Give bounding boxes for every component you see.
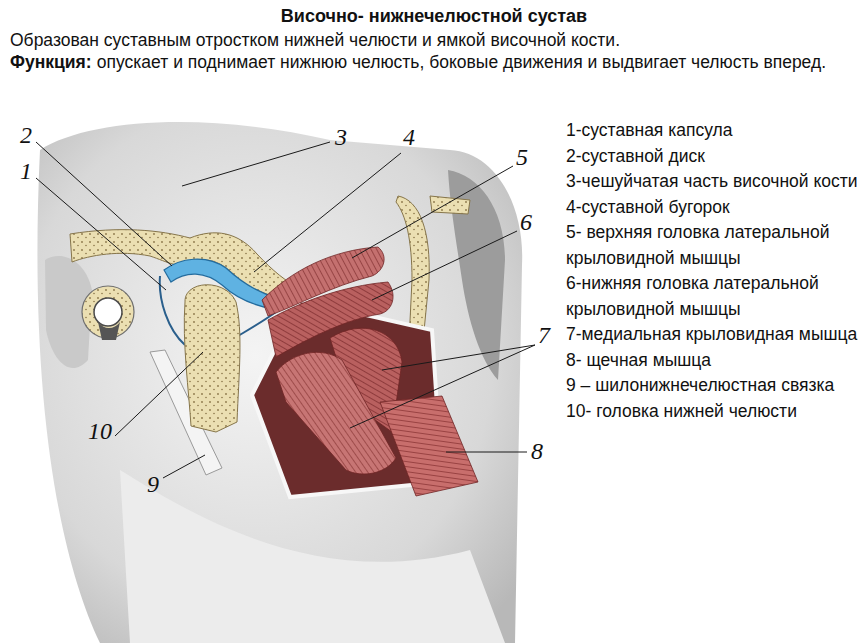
leader-line: [254, 153, 401, 272]
function-text: опускает и поднимает нижнюю челюсть, бок…: [97, 52, 826, 72]
key-item: 7-медиальная крыловидная мышца: [566, 322, 858, 348]
lateral-pterygoid-lower-head: [268, 282, 393, 357]
callout-number: 9: [147, 471, 159, 497]
callout-number: 4: [403, 124, 415, 150]
leader-line: [163, 455, 205, 478]
mandible-condyle-section: [184, 285, 240, 432]
leader-line: [350, 345, 535, 428]
key-item: 8- щечная мышца: [566, 348, 858, 374]
zygomatic-section: [430, 196, 470, 214]
skull-background: [37, 122, 522, 643]
key-item: 10- головка нижней челюсти: [566, 399, 858, 425]
callout-number: 7: [538, 322, 550, 348]
leader-line: [382, 345, 535, 370]
key-item: 3-чешуйчатая часть височной кости: [566, 169, 858, 195]
key-list: 1-суставная капсула2-суставной диск3-чеш…: [566, 118, 858, 424]
callout-number: 8: [531, 438, 543, 464]
key-item: 4-суставной бугорок: [566, 195, 858, 221]
callout-number: 1: [20, 158, 32, 184]
medial-pterygoid-muscle: [276, 352, 396, 474]
key-item: 2-суставной диск: [566, 144, 858, 170]
leader-line: [446, 452, 527, 453]
function-heading: Функция:: [10, 52, 92, 72]
callout-number: 10: [88, 418, 112, 444]
callout-number: 2: [20, 122, 32, 148]
leader-line: [372, 231, 517, 300]
leader-line: [36, 178, 166, 290]
leader-line: [115, 352, 203, 436]
ear-canal-opening: [94, 298, 122, 326]
key-item: 1-суставная капсула: [566, 118, 858, 144]
intro-block: Образован суставным отростком нижней чел…: [10, 29, 860, 73]
buccinator-muscle: [380, 396, 478, 496]
callout-number: 5: [516, 144, 528, 170]
ear-canal-inner: [98, 322, 120, 340]
description-text: Образован суставным отростком нижней чел…: [10, 29, 860, 51]
leader-line: [182, 142, 330, 186]
function-paragraph: Функция:опускает и поднимает нижнюю челю…: [10, 51, 860, 73]
key-item: 6-нижняя головка латеральной крыловидной…: [566, 271, 858, 322]
diagram-title: Височно- нижнечелюстной сустав: [0, 6, 868, 27]
key-item: 5- верхняя головка латеральной крыловидн…: [566, 220, 858, 271]
callout-number: 6: [520, 209, 532, 235]
leader-line: [36, 142, 172, 266]
callout-number: 3: [335, 124, 347, 150]
key-item: 9 – шилонижнечелюстная связка: [566, 373, 858, 399]
